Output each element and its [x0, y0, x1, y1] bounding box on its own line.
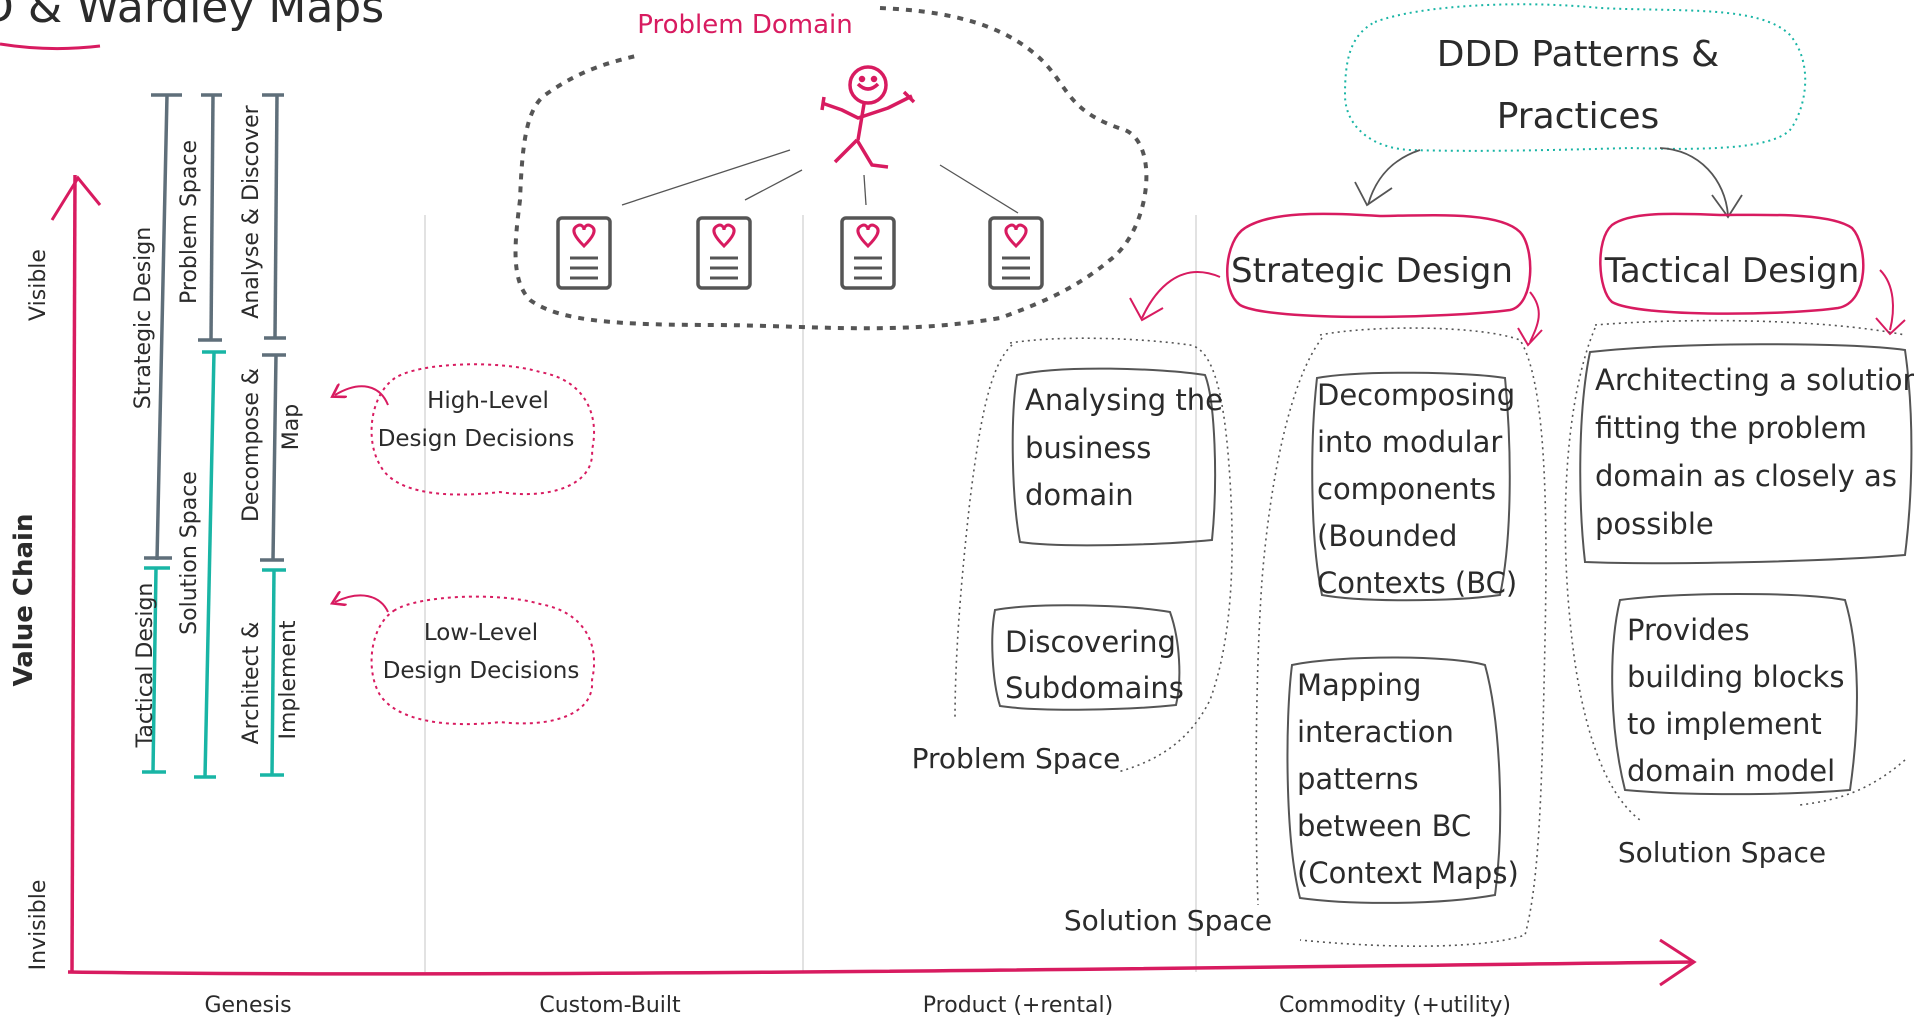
problem-domain-cloud: Problem Domain [513, 6, 1149, 331]
low-level-decisions-cloud: Low-Level Design Decisions [335, 595, 596, 726]
tactical-box1-line3: domain as closely as [1595, 459, 1897, 493]
label-problem-space: Problem Space [177, 140, 202, 304]
strategic-solution-caption: Solution Space [1064, 904, 1272, 937]
x-axis-arrowhead [1659, 938, 1697, 987]
x-axis-line [67, 960, 1693, 976]
strategic-to-problem-arrow [1141, 271, 1221, 319]
strategic-box1-line4: (Bounded [1317, 519, 1457, 553]
tactical-box2-line4: domain model [1627, 754, 1835, 788]
strategic-solution-group: Decomposing into modular components (Bou… [1064, 327, 1547, 947]
tactical-solution-group: Architecting a solution fitting the prob… [1564, 319, 1914, 869]
ddd-patterns-line2: Practices [1497, 96, 1660, 137]
bracket-strategic-design [144, 93, 182, 561]
stage-genesis: Genesis [204, 993, 291, 1018]
title-fragment: D & Wardley Maps [0, 0, 384, 33]
tactical-design-label: Tactical Design [1604, 251, 1860, 291]
low-level-line2: Design Decisions [383, 658, 580, 684]
label-solution-space: Solution Space [177, 471, 202, 635]
label-tactical-design: Tactical Design [133, 583, 158, 749]
strategic-box2-line2: interaction [1297, 715, 1454, 749]
label-decompose-line1: Decompose & [239, 368, 264, 522]
bracket-architect-implement [260, 568, 286, 777]
y-axis-label: Value Chain [9, 514, 39, 687]
strategic-box2-line5: (Context Maps) [1297, 856, 1519, 890]
low-level-line1: Low-Level [424, 620, 538, 646]
problem-space-group: Analysing the business domain Discoverin… [912, 337, 1233, 775]
document-icon-2 [696, 216, 752, 290]
stage-product: Product (+rental) [923, 993, 1113, 1018]
tactical-box2-line2: building blocks [1627, 660, 1844, 694]
label-decompose-line2: Map [279, 404, 304, 450]
y-axis-arrowhead [50, 175, 102, 221]
y-axis-visible-label: Visible [26, 249, 51, 321]
y-axis-line [70, 174, 77, 973]
strategic-box2-line1: Mapping [1297, 668, 1421, 702]
strategic-box1-line1: Decomposing [1317, 378, 1515, 412]
tactical-box1-line1: Architecting a solution [1595, 363, 1914, 397]
high-level-arrow [335, 386, 389, 406]
evolution-gridlines [424, 215, 1197, 972]
low-level-arrow [335, 595, 389, 613]
stakeholder-figure [820, 65, 916, 169]
tactical-box2-line1: Provides [1627, 613, 1750, 647]
y-axis-invisible-label: Invisible [26, 880, 51, 971]
label-architect-line2: Implement [276, 620, 301, 739]
strategic-box1-line5: Contexts (BC) [1317, 566, 1517, 600]
tactical-to-solution-arrow [1879, 269, 1894, 331]
high-level-line2: Design Decisions [378, 426, 575, 452]
tactical-box1-line2: fitting the problem [1595, 411, 1867, 445]
strategic-design-node: Strategic Design [1129, 212, 1543, 347]
problem-domain-label: Problem Domain [637, 10, 852, 40]
stage-custom-built: Custom-Built [539, 993, 681, 1018]
ddd-to-tactical-arrow [1659, 147, 1729, 216]
strategic-box1-line3: components [1317, 472, 1496, 506]
bracket-problem-space [198, 93, 222, 342]
ddd-patterns-line1: DDD Patterns & [1437, 34, 1719, 75]
problem-space-caption: Problem Space [912, 742, 1121, 775]
strategic-box2-line3: patterns [1297, 762, 1419, 796]
label-analyse-discover: Analyse & Discover [239, 104, 264, 318]
figure-connectors [621, 149, 1019, 214]
strategic-box2-line4: between BC [1297, 809, 1471, 843]
problem-box2-line2: Subdomains [1005, 671, 1184, 705]
x-axis-stages: Genesis Custom-Built Product (+rental) C… [204, 993, 1511, 1018]
stage-commodity: Commodity (+utility) [1279, 993, 1511, 1018]
tactical-box1-line4: possible [1595, 507, 1714, 541]
bracket-decompose-map [260, 353, 286, 562]
tactical-solution-caption: Solution Space [1618, 836, 1826, 869]
title-underline [0, 42, 101, 51]
strategic-design-label: Strategic Design [1231, 251, 1513, 291]
ddd-to-strategic-arrow [1367, 149, 1421, 206]
problem-box1-line1: Analysing the [1025, 383, 1223, 417]
document-icon-3 [840, 216, 896, 290]
label-architect-line1: Architect & [239, 622, 264, 745]
tactical-box2-line3: to implement [1627, 707, 1822, 741]
bracket-solution-space [194, 350, 226, 779]
problem-box1-line3: domain [1025, 478, 1134, 512]
problem-box2-line1: Discovering [1005, 625, 1176, 659]
bracket-tactical-design [142, 566, 170, 774]
bracket-analyse-discover [262, 93, 286, 340]
high-level-line1: High-Level [427, 388, 549, 414]
phase-brackets [142, 93, 286, 779]
label-strategic-design: Strategic Design [131, 227, 156, 409]
strategic-box1-line2: into modular [1317, 425, 1502, 459]
tactical-design-node: Tactical Design [1599, 212, 1906, 336]
high-level-decisions-cloud: High-Level Design Decisions [335, 363, 596, 496]
document-icon-1 [556, 216, 612, 290]
ddd-patterns-cloud: DDD Patterns & Practices [1343, 3, 1807, 219]
strategic-to-solution-arrow [1529, 291, 1540, 343]
document-icon-4 [988, 216, 1044, 290]
problem-box1-line2: business [1025, 431, 1151, 465]
